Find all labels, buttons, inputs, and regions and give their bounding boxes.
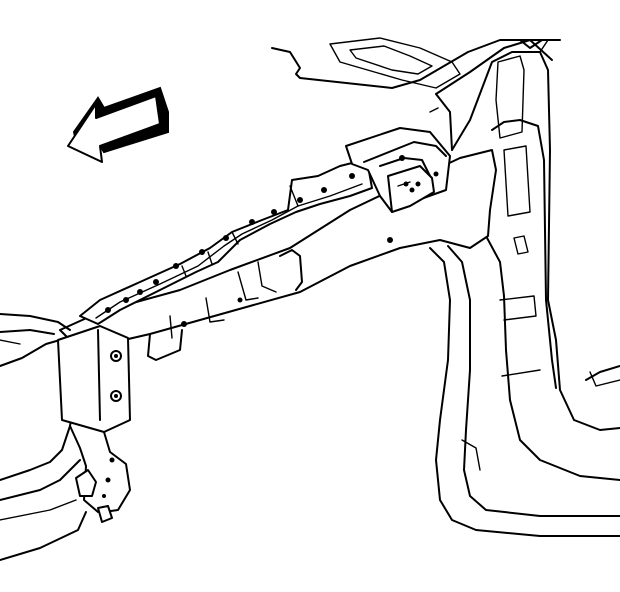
wheelhouse-panel xyxy=(429,245,620,537)
upper-body-outline xyxy=(271,37,561,95)
front-support-bracket xyxy=(57,325,131,523)
direction-arrow-icon xyxy=(67,86,169,163)
front-hinge-pillar xyxy=(451,39,620,481)
upper-rail-bracket xyxy=(345,93,453,213)
upper-rail-reinforcement xyxy=(79,161,373,325)
arrow-face xyxy=(67,95,161,163)
